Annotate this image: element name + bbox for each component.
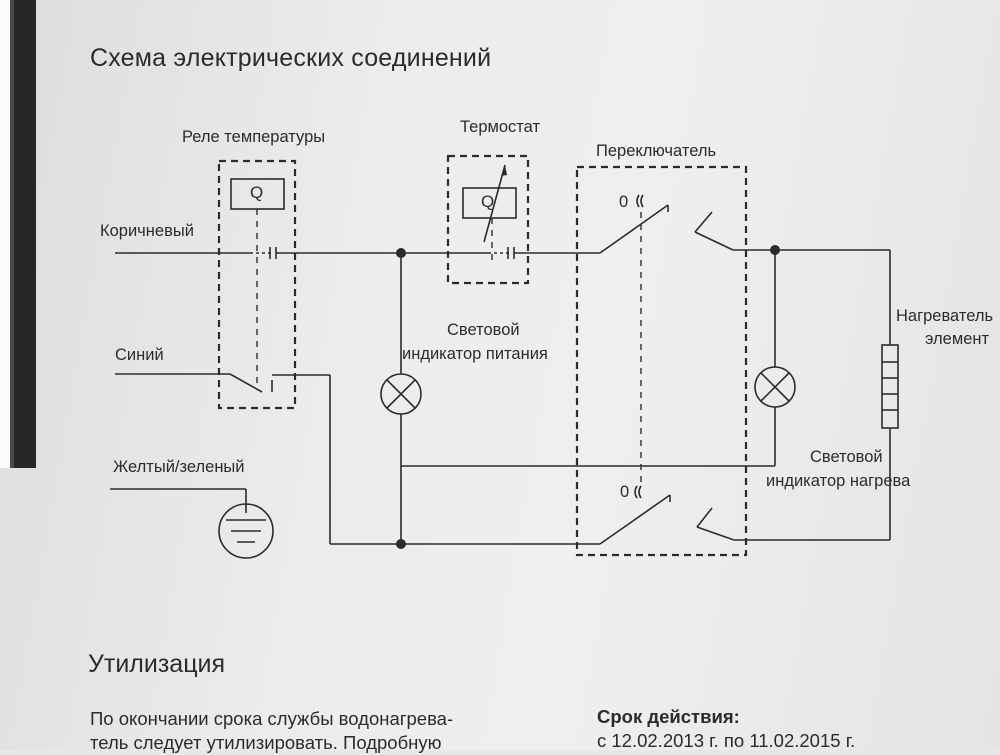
ground-symbol xyxy=(218,503,274,559)
page-title: Схема электрических соединений xyxy=(90,44,492,72)
heat-indicator-label-1: Световой xyxy=(810,448,883,466)
section-heading: Утилизация xyxy=(88,650,226,678)
brown-wire-label: Коричневый xyxy=(100,222,194,240)
thermostat-coil xyxy=(462,187,517,219)
binder-edge xyxy=(0,0,36,468)
blue-wire-label: Синий xyxy=(115,346,164,364)
validity-title: Срок действия: xyxy=(597,706,740,727)
thermostat-arrowhead xyxy=(501,165,507,176)
power-indicator-label-1: Световой xyxy=(447,321,520,339)
thermostat-box xyxy=(446,154,530,285)
switch-top-position: 0 xyxy=(619,193,629,211)
power-indicator-label-2: индикатор питания xyxy=(402,345,548,363)
switch-label: Переключатель xyxy=(596,142,717,160)
temp-relay-box xyxy=(217,159,297,410)
junction-bottom xyxy=(396,539,406,549)
relay-coil-label: Q xyxy=(250,183,264,202)
validity-text: с 12.02.2013 г. по 11.02.2015 г. xyxy=(597,730,856,751)
blue-relay-blade xyxy=(229,373,263,393)
switch-bottom-contact xyxy=(696,507,713,528)
switch-top-blade xyxy=(599,204,669,254)
switch-bottom-blade xyxy=(599,494,671,545)
switch-bottom-position: 0 xyxy=(620,483,630,501)
heating-element xyxy=(881,344,899,429)
junction-top xyxy=(396,248,406,258)
switch-box xyxy=(575,165,748,557)
heater-label-1: Нагреватель xyxy=(896,307,994,325)
heat-indicator-label-2: индикатор нагрева xyxy=(766,472,911,490)
ground-wire-label: Желтый/зеленый xyxy=(113,458,245,476)
junction-right xyxy=(770,245,780,255)
thermostat-label: Термостат xyxy=(460,118,541,136)
heater-label-2: элемент xyxy=(925,330,990,348)
switch-top-contact xyxy=(694,211,713,233)
paragraph-line: По окончании срока службы водонагрева- xyxy=(90,708,454,729)
paragraph-line: тель следует утилизировать. Подробную xyxy=(90,732,442,753)
validity-block: Срок действия: с 12.02.2013 г. по 11.02.… xyxy=(597,705,855,753)
temp-relay-label: Реле температуры xyxy=(182,128,326,146)
paragraph: По окончании срока службы водонагрева- т… xyxy=(90,707,453,755)
thermostat-coil-label: Q xyxy=(481,192,495,211)
thermostat-arrow xyxy=(483,164,506,243)
